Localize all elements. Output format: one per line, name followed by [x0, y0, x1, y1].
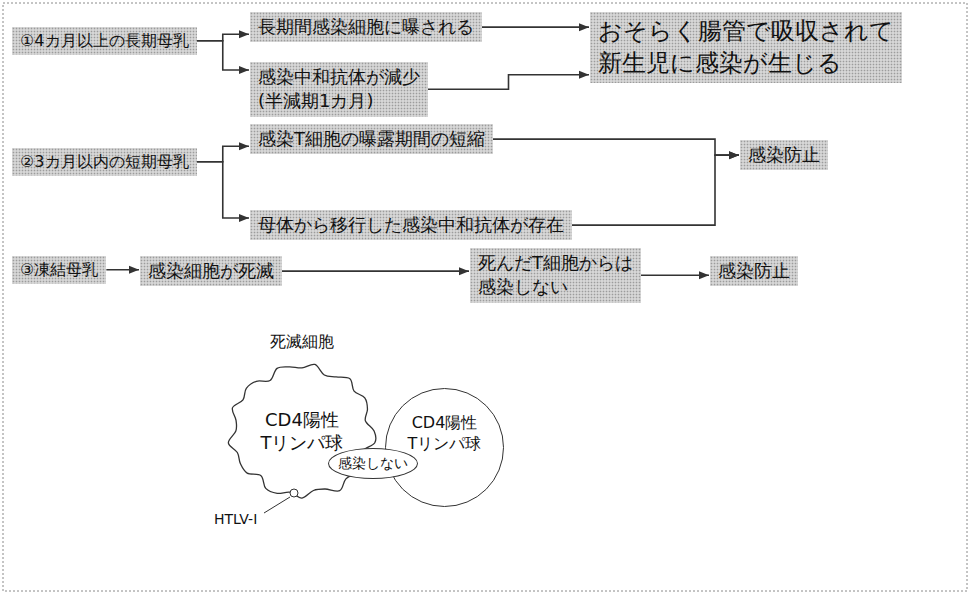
start-box: ①4カ月以上の長期母乳 — [12, 27, 197, 55]
flow-arrow — [282, 270, 469, 272]
callout-label: HTLV-I — [214, 511, 257, 528]
node-text: ②3カ月以内の短期母乳 — [20, 151, 189, 173]
result-box: おそらく腸管で吸収されて 新生児に感染が生じる — [590, 12, 902, 83]
node-text: おそらく腸管で吸収されて 新生児に感染が生じる — [598, 15, 894, 80]
flow-arrow — [197, 146, 249, 162]
cloud-outline — [228, 364, 375, 498]
virus-particle — [290, 489, 298, 497]
node-text: 感染T細胞の曝露期間の短縮 — [258, 127, 485, 151]
process-box: 母体から移行した感染中和抗体が存在 — [250, 210, 572, 240]
frame-border — [3, 3, 967, 591]
node-text: CD4陽性 Tリンパ球 — [261, 408, 344, 455]
node-text: CD4陽性 Tリンパ球 — [408, 413, 482, 455]
start-box: ②3カ月以内の短期母乳 — [12, 148, 197, 176]
dead-cell-cloud: 死滅細胞 CD4陽性 Tリンパ球 — [222, 332, 382, 510]
node-text: 母体から移行した感染中和抗体が存在 — [258, 213, 564, 237]
node-text: 死んだT細胞からは 感染しない — [478, 251, 633, 300]
t-cell-circle: CD4陽性 Tリンパ球 — [385, 388, 504, 507]
flow-arrow — [572, 155, 739, 225]
flow-arrow — [482, 26, 589, 28]
node-text: ①4カ月以上の長期母乳 — [20, 30, 189, 52]
flow-arrow — [197, 162, 249, 218]
node-text: 感染細胞が死滅 — [148, 259, 274, 283]
cloud-heading: 死滅細胞 — [270, 332, 334, 353]
cloud-outline — [222, 356, 382, 506]
flow-arrow — [493, 139, 739, 155]
result-box: 感染防止 — [740, 140, 828, 170]
flow-arrow — [197, 34, 249, 41]
flow-arrow — [106, 269, 139, 271]
leader-line — [264, 497, 290, 513]
flow-arrow — [428, 75, 589, 90]
node-text: 感染中和抗体が減少 (半減期1カ月) — [258, 65, 420, 114]
process-box: 感染T細胞の曝露期間の短縮 — [250, 124, 493, 154]
node-text: 長期間感染細胞に曝される — [258, 15, 474, 39]
flow-arrow — [641, 274, 709, 276]
process-box: 死んだT細胞からは 感染しない — [470, 248, 641, 303]
process-box: 長期間感染細胞に曝される — [250, 12, 482, 42]
process-box: 感染細胞が死滅 — [140, 256, 282, 286]
node-text: 感染防止 — [718, 259, 790, 283]
no-infection-ellipse: 感染しない — [328, 448, 418, 479]
result-box: 感染防止 — [710, 256, 798, 286]
node-text: 感染防止 — [748, 143, 820, 167]
flow-arrow — [197, 41, 249, 70]
node-text: 感染しない — [338, 455, 408, 472]
start-box: ③凍結母乳 — [12, 256, 106, 284]
process-box: 感染中和抗体が減少 (半減期1カ月) — [250, 62, 428, 117]
node-text: ③凍結母乳 — [20, 259, 98, 281]
